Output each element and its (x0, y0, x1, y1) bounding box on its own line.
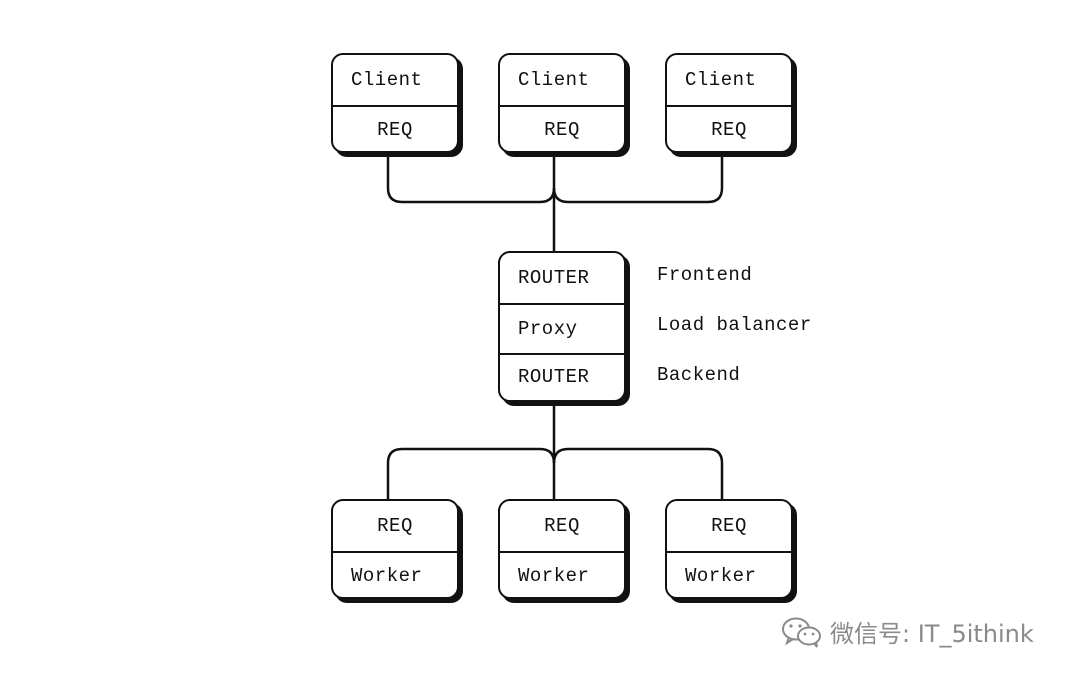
worker-label: Worker (667, 551, 791, 597)
worker-socket-label: REQ (711, 515, 747, 537)
client-box-1: Client REQ (331, 53, 459, 153)
client-label: Client (685, 69, 757, 91)
load-balancer-label: Load balancer (657, 314, 812, 336)
client-socket-label: REQ (333, 105, 457, 151)
client-label: Client (351, 69, 423, 91)
worker-connector-left (386, 447, 556, 500)
worker-socket-label: REQ (544, 515, 580, 537)
worker-box-1: REQ Worker (331, 499, 459, 599)
wechat-icon (782, 617, 821, 648)
worker-socket-label: REQ (377, 515, 413, 537)
frontend-label: Frontend (657, 264, 753, 286)
broker-box: ROUTER Proxy ROUTER (498, 251, 626, 402)
watermark: 微信号: IT_5ithink (780, 614, 1034, 649)
client-socket-label: REQ (667, 105, 791, 151)
client-connector-left (386, 152, 556, 204)
proxy-label: Proxy (500, 303, 624, 353)
worker-box-3: REQ Worker (665, 499, 793, 599)
backend-label: Backend (657, 364, 741, 386)
watermark-text: 微信号: IT_5ithink (830, 620, 1034, 648)
client-box-2: Client REQ (498, 53, 626, 153)
client-label: Client (518, 69, 590, 91)
worker-label: Worker (333, 551, 457, 597)
backend-router-label: ROUTER (500, 353, 624, 399)
client-box-3: Client REQ (665, 53, 793, 153)
client-socket-label: REQ (500, 105, 624, 151)
worker-label: Worker (500, 551, 624, 597)
frontend-router-label: ROUTER (518, 267, 590, 289)
worker-connector-right (552, 447, 724, 500)
worker-box-2: REQ Worker (498, 499, 626, 599)
client-connector-right (552, 152, 724, 204)
